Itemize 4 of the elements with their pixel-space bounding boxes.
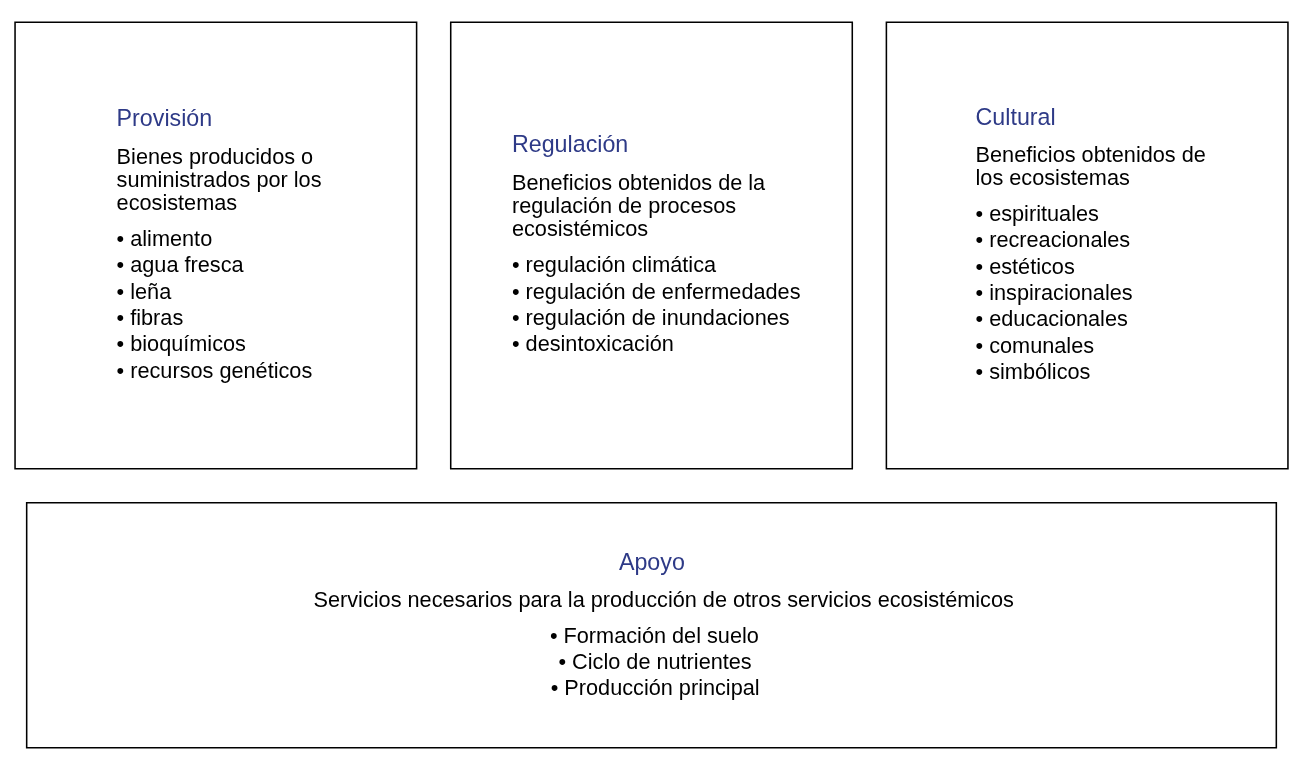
- node-box: Cultural Beneficios obtenidos de los ecosistemas • espirituales • recreacionales • estéticos • inspiracionales • educacionales • comunales • simbólicos: [885, 20, 1289, 469]
- node-box: Provisión Bienes producidos o suministrados por los ecosistemas • alimento • agua fresca • leña • fibras • bioquímicos • recursos genéticos: [14, 20, 418, 469]
- node-box: Regulación Beneficios obtenidos de la regulación de procesos ecosistémicos • regulación climática • regulación de enfermedades • regulación de inundaciones • desintoxicación: [449, 20, 854, 469]
- node-box: Apoyo Servicios necesarios para la producción de otros servicios ecosistémicos • Formación del suelo • Ciclo de nutrientes • Producción principal: [25, 501, 1278, 749]
